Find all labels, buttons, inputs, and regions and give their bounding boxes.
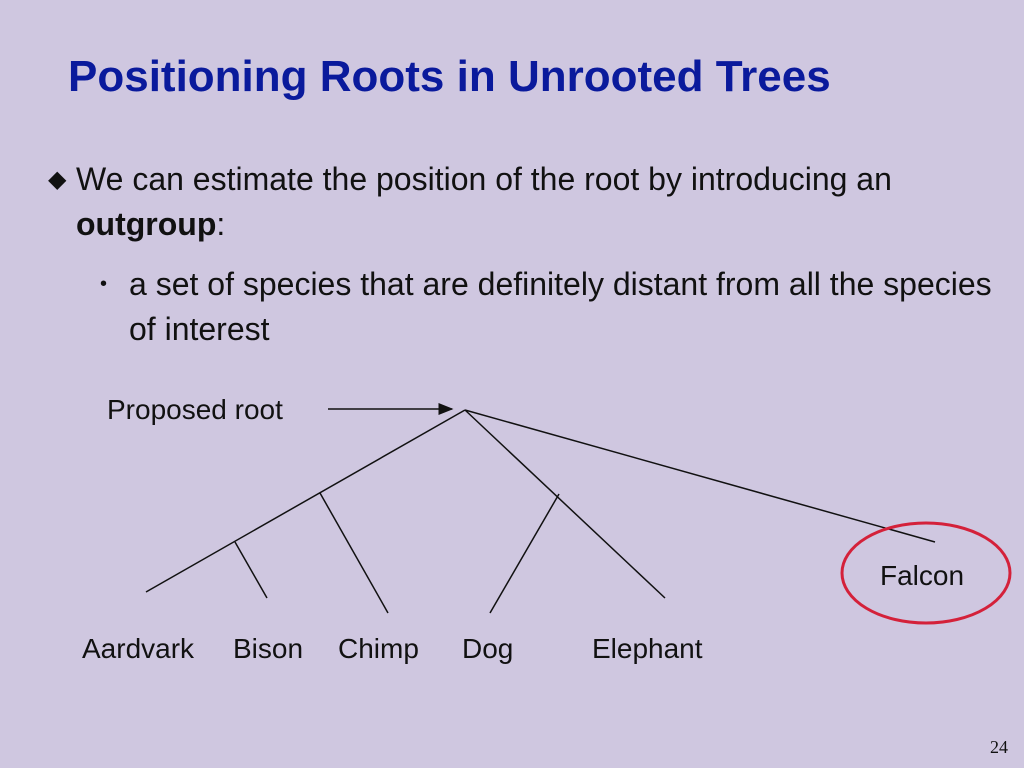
- bullet-text: We can estimate the position of the root…: [76, 157, 998, 247]
- branch-right-main: [464, 409, 666, 599]
- sub-bullet-text: a set of species that are definitely dis…: [129, 266, 992, 347]
- leaf-dog: Dog: [462, 633, 513, 664]
- bullet-level-1: ◆ We can estimate the position of the ro…: [48, 157, 998, 247]
- page-number: 24: [990, 737, 1008, 757]
- leaf-bison: Bison: [233, 633, 303, 664]
- outgroup-highlight-circle: [840, 521, 1012, 625]
- slide-title: Positioning Roots in Unrooted Trees: [68, 52, 831, 101]
- diamond-bullet-icon: ◆: [48, 166, 67, 193]
- leaf-chimp: Chimp: [338, 633, 419, 664]
- proposed-root-label: Proposed root: [107, 394, 283, 425]
- leaf-aardvark: Aardvark: [82, 633, 195, 664]
- bullet-text-end: :: [216, 206, 226, 242]
- branch-left-main: [145, 409, 466, 593]
- bullet-level-2: • a set of species that are definitely d…: [100, 262, 1010, 352]
- branch-bison: [234, 541, 268, 599]
- bullet-bold-term: outgroup: [76, 206, 217, 242]
- leaf-falcon: Falcon: [880, 560, 964, 591]
- bullet-text-start: We can estimate the position of the root…: [76, 161, 892, 197]
- dot-bullet-icon: •: [100, 273, 108, 295]
- leaf-elephant: Elephant: [592, 633, 703, 664]
- branch-outgroup: [464, 409, 936, 543]
- branch-chimp: [319, 492, 389, 614]
- branch-dog: [489, 493, 560, 614]
